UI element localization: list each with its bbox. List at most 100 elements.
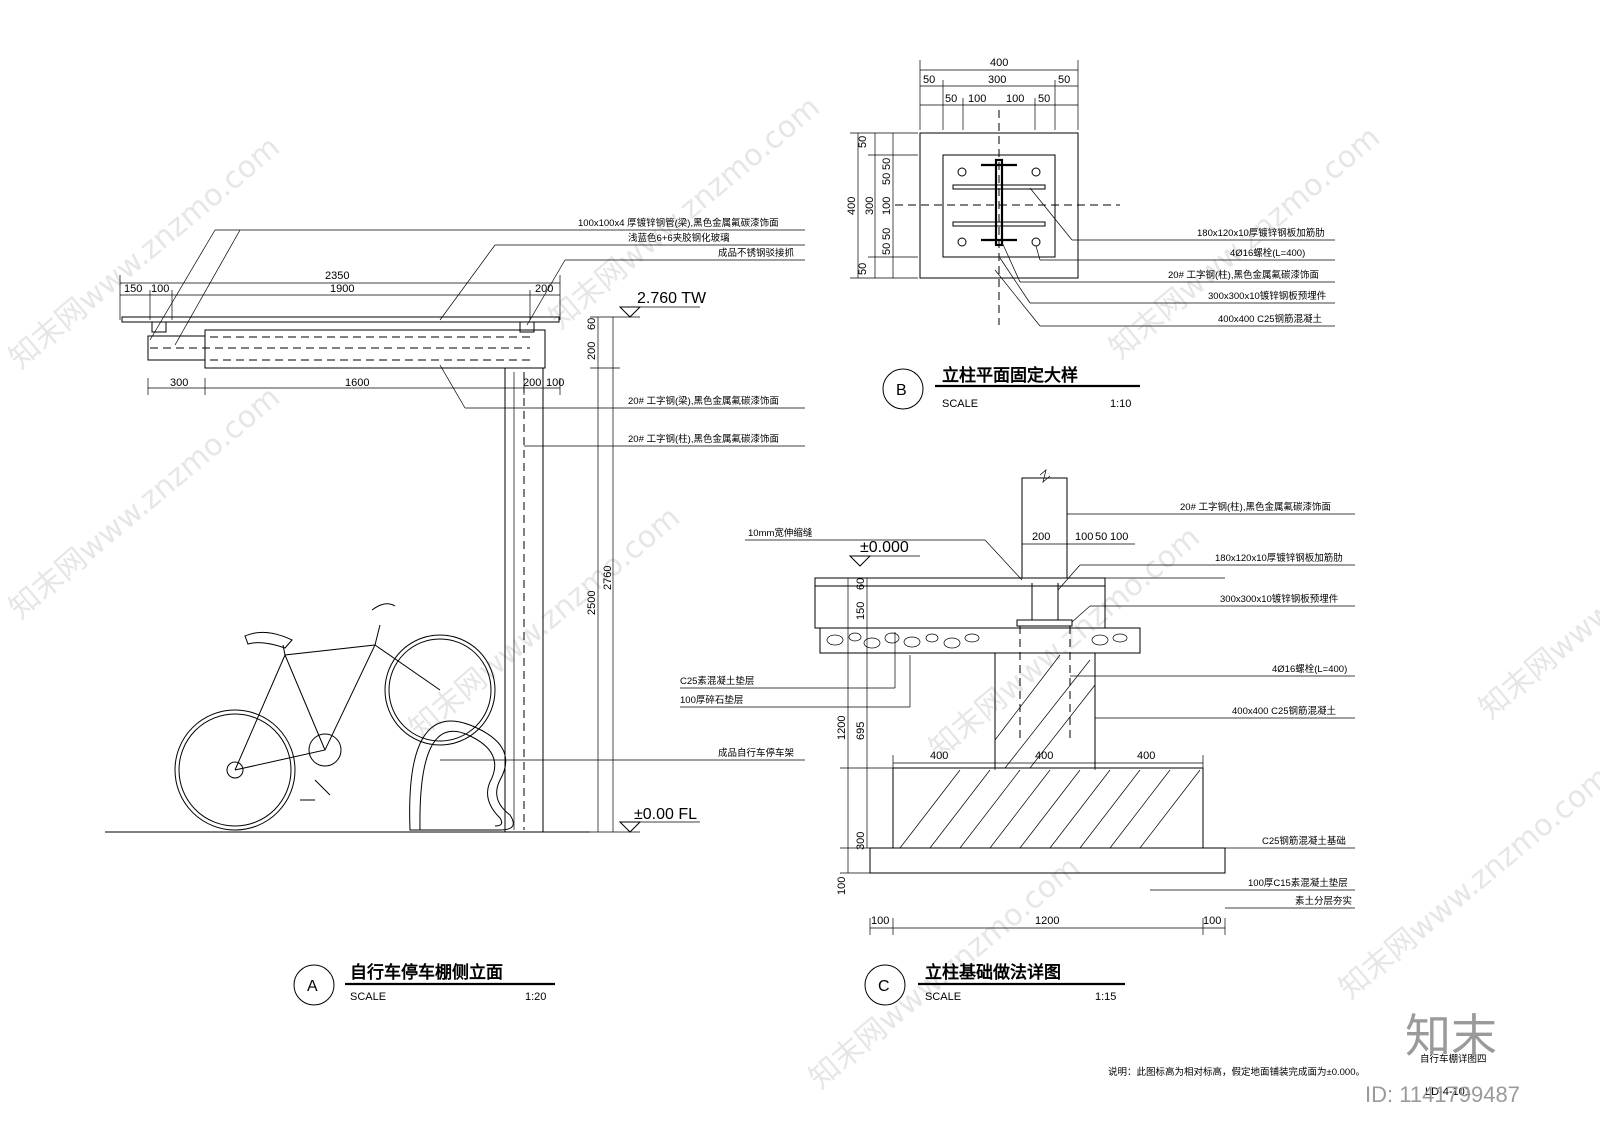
- watermark: 知末网www.znzmo.com: [1333, 760, 1600, 1006]
- level-fl: ±0.00 FL: [634, 806, 697, 823]
- fdim-100: 100: [1203, 915, 1221, 927]
- level-tw: 2.760 TW: [637, 290, 707, 307]
- footer-note: 说明：此图标高为相对标高，假定地面铺装完成面为±0.000。: [1108, 1066, 1365, 1078]
- note-i-column: 20# 工字钢(柱),黑色金属氟碳漆饰面: [628, 433, 779, 445]
- plan-dim-50-v: 50: [857, 263, 869, 275]
- foundation-scale: 1:15: [1095, 991, 1116, 1003]
- plan-dim-50-v: 50: [881, 158, 893, 170]
- dim-200: 200: [523, 377, 541, 389]
- plan-dim-50: 50: [1038, 93, 1050, 105]
- watermark: 知末网www.znzmo.com: [1103, 120, 1387, 366]
- dim-2760-v: 2760: [602, 566, 614, 590]
- elevation-scale: 1:20: [525, 991, 546, 1003]
- fdim-100-v: 100: [836, 877, 848, 895]
- plan-dim-100: 100: [1006, 93, 1024, 105]
- plan-dim-50: 50: [923, 74, 935, 86]
- dim-2350: 2350: [325, 270, 349, 282]
- note-expansion-joint: 10mm宽伸缩缝: [748, 527, 813, 539]
- dim-2500-v: 2500: [586, 591, 598, 615]
- elevation-title: 自行车停车棚侧立面: [350, 962, 503, 983]
- fdim-695-v: 695: [855, 722, 867, 740]
- plan-dim-50-v: 50: [881, 228, 893, 240]
- foundation-title: 立柱基础做法详图: [925, 962, 1061, 983]
- plan-dim-50: 50: [1058, 74, 1070, 86]
- sheet-title: 自行车棚详图四: [1420, 1053, 1487, 1065]
- sheet-number: LD-4-101: [1425, 1086, 1471, 1098]
- watermark-layer: 知末网www.znzmo.com 知末网www.znzmo.com 知末网www…: [3, 90, 1600, 1096]
- watermark: 知末网www.znzmo.com: [3, 130, 287, 376]
- dim-150: 150: [124, 283, 142, 295]
- fdim-1200: 1200: [1035, 915, 1059, 927]
- dim-60-v: 60: [586, 318, 598, 330]
- plan-dim-50-v: 50: [881, 243, 893, 255]
- plan-note-bolt: 4Ø16螺栓(L=400): [1230, 247, 1305, 259]
- foundation-scale-label: SCALE: [925, 991, 961, 1003]
- fdim-400: 400: [930, 750, 948, 762]
- plan-dim-400: 400: [990, 57, 1008, 69]
- fdim-100: 100: [1110, 531, 1128, 543]
- plan-note-rib: 180x120x10厚镀锌钢板加筋肋: [1197, 227, 1325, 239]
- fdim-60-v: 60: [855, 578, 867, 590]
- foundation-level: ±0.000: [860, 539, 909, 556]
- dim-1600: 1600: [345, 377, 369, 389]
- plan-dim-100-v: 100: [881, 197, 893, 215]
- watermark: 知末网www.znzmo.com: [403, 500, 687, 746]
- bicycle-icon: [174, 603, 496, 831]
- foundation-drawing: ±0.000 10mm宽伸缩缝 C25素混凝土垫层 100厚碎石垫层 20# 工…: [680, 469, 1355, 1006]
- plan-note-column: 20# 工字钢(柱),黑色金属氟碳漆饰面: [1168, 269, 1319, 281]
- fdim-400: 400: [1137, 750, 1155, 762]
- fdim-100: 100: [871, 915, 889, 927]
- dim-200: 200: [535, 283, 553, 295]
- plan-dim-50-v: 50: [857, 136, 869, 148]
- watermark: 知末网www.znzmo.com: [1473, 480, 1600, 726]
- dim-200-v: 200: [586, 342, 598, 360]
- plan-dim-300-v: 300: [864, 197, 876, 215]
- elevation-drawing: 2350 150 100 1900 200 300 1600 200 100 2…: [105, 217, 805, 1006]
- title-letter-a: A: [307, 978, 318, 995]
- fdim-150-v: 150: [855, 602, 867, 620]
- fdim-1200-v: 1200: [836, 716, 848, 740]
- plan-note-concrete: 400x400 C25钢筋混凝土: [1218, 313, 1323, 325]
- dim-300: 300: [170, 377, 188, 389]
- plan-scale: 1:10: [1110, 398, 1131, 410]
- plan-title: 立柱平面固定大样: [942, 365, 1078, 386]
- fdim-100: 100: [1075, 531, 1093, 543]
- title-letter-c: C: [878, 978, 890, 995]
- note-pipe-beam: 100x100x4 厚镀锌钢管(梁),黑色金属氟碳漆饰面: [578, 217, 779, 229]
- hatch-pattern: [899, 654, 1201, 849]
- bike-rack-icon: [409, 720, 514, 831]
- dim-100: 100: [546, 377, 564, 389]
- fdim-400: 400: [1035, 750, 1053, 762]
- dim-100: 100: [151, 283, 169, 295]
- watermark: 知末网www.znzmo.com: [3, 380, 287, 626]
- note-gravel: 100厚碎石垫层: [680, 694, 743, 706]
- image-id: ID: 1141799487: [1365, 1082, 1520, 1107]
- note-i-beam: 20# 工字钢(梁),黑色金属氟碳漆饰面: [628, 395, 779, 407]
- note-glass: 浅蓝色6+6夹胶钢化玻璃: [628, 232, 730, 244]
- plan-note-embed: 300x300x10镀锌钢板预埋件: [1208, 290, 1327, 302]
- note-clamp: 成品不锈钢驳接抓: [718, 247, 795, 259]
- fdim-300-v: 300: [855, 832, 867, 850]
- fnote-bolt: 4Ø16螺栓(L=400): [1272, 663, 1347, 675]
- plan-dim-50: 50: [945, 93, 957, 105]
- plan-dim-50-v: 50: [881, 173, 893, 185]
- fnote-column: 20# 工字钢(柱),黑色金属氟碳漆饰面: [1180, 501, 1331, 513]
- brand-logo: 知末: [1405, 1009, 1497, 1063]
- plan-dim-300: 300: [988, 74, 1006, 86]
- plan-dim-100: 100: [968, 93, 986, 105]
- fnote-embed: 300x300x10镀锌钢板预埋件: [1220, 593, 1339, 605]
- plan-dim-400-v: 400: [846, 197, 858, 215]
- plan-scale-label: SCALE: [942, 398, 978, 410]
- dim-1900: 1900: [330, 283, 354, 295]
- fnote-footing: C25钢筋混凝土基础: [1262, 835, 1346, 847]
- gravel-pattern: [826, 632, 1128, 649]
- plan-drawing: 400 50 300 50 50 100 100 50 50 400 300 5…: [846, 57, 1335, 410]
- footer: 说明：此图标高为相对标高，假定地面铺装完成面为±0.000。 自行车棚详图四 L…: [1108, 1009, 1520, 1107]
- fdim-50: 50: [1095, 531, 1107, 543]
- note-bike-rack: 成品自行车停车架: [718, 747, 795, 759]
- watermark: 知末网www.znzmo.com: [923, 520, 1207, 766]
- note-c25-blinding: C25素混凝土垫层: [680, 675, 754, 687]
- fnote-soil: 素土分层夯实: [1295, 895, 1352, 907]
- fdim-200: 200: [1032, 531, 1050, 543]
